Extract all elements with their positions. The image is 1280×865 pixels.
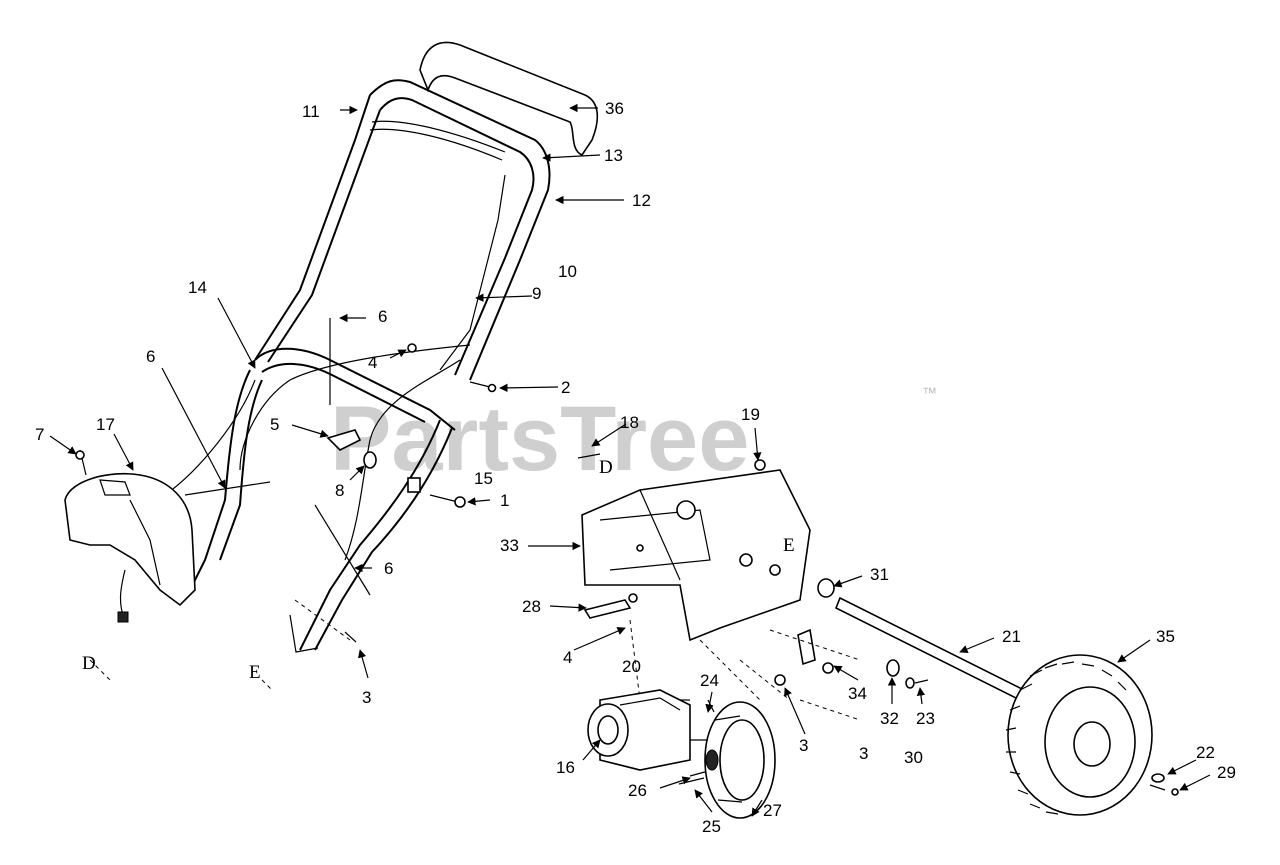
callout-22: 22 <box>1196 743 1215 762</box>
callout-16: 16 <box>556 758 575 777</box>
alignment-lines <box>89 599 861 721</box>
callout-30: 30 <box>904 748 923 767</box>
callout-1: 1 <box>500 491 509 510</box>
callout-25: 25 <box>702 817 721 836</box>
callout-35: 35 <box>1156 627 1175 646</box>
callout-12: 12 <box>632 191 651 210</box>
leader-lines <box>49 103 1211 817</box>
callout-9: 9 <box>532 284 541 303</box>
wheel <box>1005 654 1153 816</box>
handle-grip <box>419 41 599 156</box>
drive-gear <box>704 701 776 819</box>
callout-15: 15 <box>474 469 493 488</box>
transmission <box>587 689 740 771</box>
reference-letters: D D E E <box>82 457 795 683</box>
callout-34: 34 <box>848 684 867 703</box>
callout-32: 32 <box>880 709 899 728</box>
handle-hardware <box>75 318 497 643</box>
callout-23: 23 <box>916 709 935 728</box>
callout-3-left: 3 <box>362 688 371 707</box>
callout-18: 18 <box>620 413 639 432</box>
callout-28: 28 <box>522 597 541 616</box>
small-parts-right <box>577 453 1179 796</box>
callout-27: 27 <box>763 801 782 820</box>
callout-6-top: 6 <box>378 307 387 326</box>
trademark: ™ <box>922 385 937 402</box>
callout-17: 17 <box>96 415 115 434</box>
callout-36: 36 <box>605 99 624 118</box>
upper-handle <box>254 79 551 381</box>
throttle-cable <box>239 344 471 561</box>
callout-29: 29 <box>1217 763 1236 782</box>
callout-6-bottom: 6 <box>384 559 393 578</box>
ref-e-left: E <box>249 662 261 683</box>
watermark: PartsTree <box>330 388 749 490</box>
tine-shield <box>64 472 196 623</box>
callout-13: 13 <box>604 146 623 165</box>
callout-4-top: 4 <box>368 353 377 372</box>
callout-3-right: 3 <box>859 744 868 763</box>
callout-20: 20 <box>622 657 641 676</box>
callout-5: 5 <box>270 415 279 434</box>
callout-31: 31 <box>870 565 889 584</box>
callout-11: 11 <box>302 102 320 121</box>
callout-19: 19 <box>741 405 760 424</box>
callout-6-left: 6 <box>146 347 155 366</box>
ref-e-right: E <box>783 535 795 556</box>
callout-26: 26 <box>628 781 647 800</box>
callout-21: 21 <box>1002 627 1021 646</box>
frame-bracket <box>581 469 811 642</box>
callout-10: 10 <box>558 262 577 281</box>
callout-8: 8 <box>335 481 344 500</box>
ref-d-right: D <box>599 457 613 478</box>
callout-7: 7 <box>35 425 44 444</box>
callout-numbers: 36 13 12 11 10 9 2 6 4 14 6 5 8 15 1 6 7… <box>35 99 1236 836</box>
callout-4-bottom: 4 <box>563 648 572 667</box>
callout-33: 33 <box>500 536 519 555</box>
callout-14: 14 <box>188 278 207 297</box>
callout-2: 2 <box>561 378 570 397</box>
ref-d-left: D <box>82 653 96 674</box>
callout-3-mid: 3 <box>799 736 808 755</box>
callout-24: 24 <box>700 671 719 690</box>
